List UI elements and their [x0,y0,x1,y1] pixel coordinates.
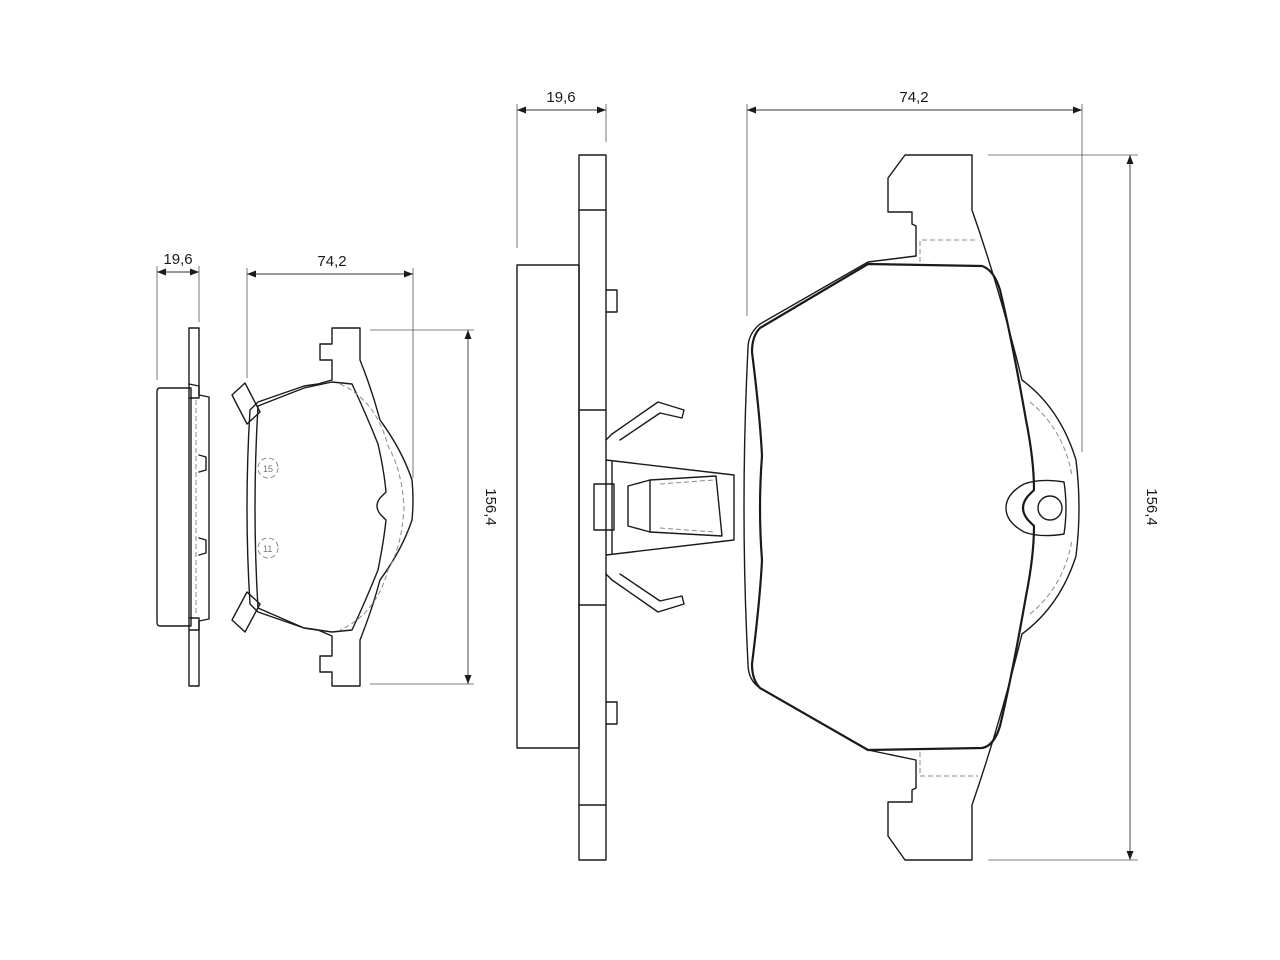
large-thickness-dimension: 19,6 [516,89,607,248]
small-height-dimension: 156,4 [370,329,499,685]
large-width-label: 74,2 [899,89,928,106]
small-pad-side-view [156,327,210,687]
large-thickness-label: 19,6 [546,89,575,106]
large-pad-front-view [743,154,1080,861]
wear-mark-lower: 11 [263,544,272,554]
small-width-dimension: 74,2 [246,253,414,478]
large-width-dimension: 74,2 [746,89,1083,452]
small-pad-front-view: 15 11 [231,327,414,687]
small-thickness-dimension: 19,6 [156,251,200,380]
large-pad-side-view [516,154,735,861]
large-height-dimension: 156,4 [988,154,1160,861]
small-width-label: 74,2 [317,253,346,270]
wear-mark-upper: 15 [263,464,273,474]
small-height-label: 156,4 [482,488,499,526]
large-height-label: 156,4 [1143,488,1160,526]
small-thickness-label: 19,6 [163,251,192,268]
